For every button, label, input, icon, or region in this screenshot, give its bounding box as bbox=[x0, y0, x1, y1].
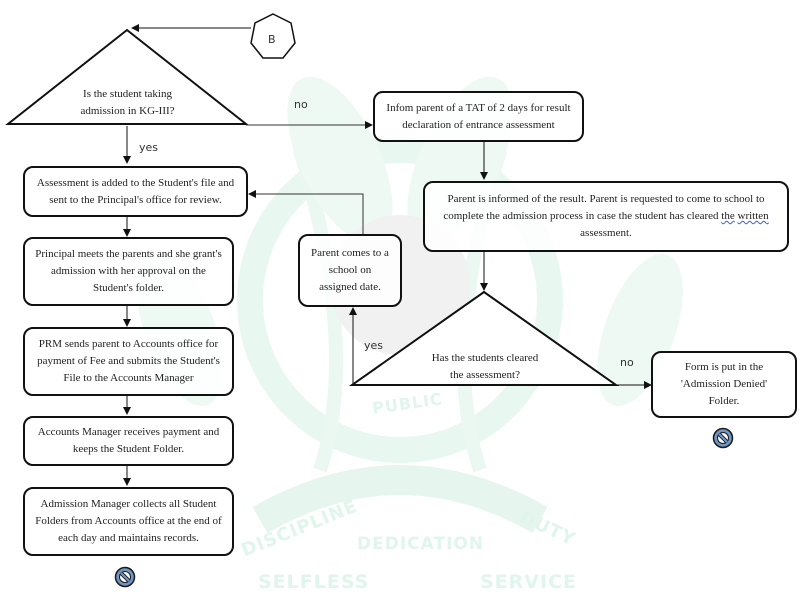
step-parent-comes: Parent comes to a school on assigned dat… bbox=[298, 234, 402, 307]
step-text: PRM sends parent to Accounts office for … bbox=[37, 338, 220, 384]
step-text: Parent is informed of the result. Parent… bbox=[443, 193, 769, 239]
decision-kg3-line1: Is the student taking bbox=[83, 88, 172, 100]
decision-cleared-text: Has the students cleared the assessment? bbox=[410, 350, 560, 384]
step-text: Form is put in the 'Admission Denied' Fo… bbox=[680, 361, 768, 407]
watermark-word: SELFLESS bbox=[258, 571, 370, 593]
step-principal-meets: Principal meets the parents and she gran… bbox=[23, 237, 234, 306]
step-text: Principal meets the parents and she gran… bbox=[35, 248, 222, 294]
step-inform-tat: Infom parent of a TAT of 2 days for resu… bbox=[373, 91, 584, 142]
watermark-word: SERVICE bbox=[480, 571, 577, 593]
step-admission-manager: Admission Manager collects all Student F… bbox=[23, 487, 234, 556]
step-text: Accounts Manager receives payment and ke… bbox=[37, 426, 220, 455]
connector-b-shape bbox=[250, 13, 296, 59]
decision-kg3-line2: admission in KG-III? bbox=[80, 105, 175, 117]
decision-cleared-line1: Has the students cleared bbox=[431, 352, 539, 364]
no-label-1: no bbox=[294, 98, 308, 111]
step-text: Parent comes to a school on assigned dat… bbox=[311, 247, 389, 293]
return-arrow bbox=[248, 190, 364, 234]
step-accounts-receives: Accounts Manager receives payment and ke… bbox=[23, 416, 234, 466]
no-entry-icon bbox=[712, 427, 734, 449]
decision-cleared-shape bbox=[348, 290, 620, 386]
step-assessment-added: Assessment is added to the Student's fil… bbox=[23, 166, 248, 217]
step-result-informed: Parent is informed of the result. Parent… bbox=[423, 181, 789, 252]
watermark-word: DEDICATION bbox=[357, 534, 485, 554]
decision-kg3-shape bbox=[5, 28, 249, 125]
step-text: Admission Manager collects all Student F… bbox=[35, 498, 222, 544]
yes-label-1: yes bbox=[139, 141, 159, 154]
step-prm-sends: PRM sends parent to Accounts office for … bbox=[23, 327, 234, 396]
decision-kg3-text: Is the student taking admission in KG-II… bbox=[40, 86, 215, 120]
step-admission-denied: Form is put in the 'Admission Denied' Fo… bbox=[651, 351, 797, 418]
no-entry-icon bbox=[114, 566, 136, 588]
connector-b-label: B bbox=[268, 33, 276, 46]
step-text: Assessment is added to the Student's fil… bbox=[36, 176, 235, 206]
decision-cleared-line2: the assessment? bbox=[450, 369, 520, 381]
yes-label-2: yes bbox=[364, 339, 384, 352]
step-text: Infom parent of a TAT of 2 days for resu… bbox=[386, 101, 571, 131]
no-label-2: no bbox=[620, 356, 634, 369]
